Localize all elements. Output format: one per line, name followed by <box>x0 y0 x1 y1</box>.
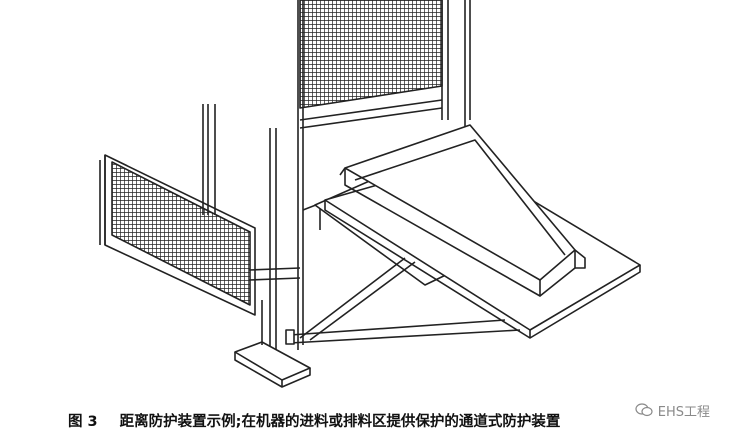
figure-caption: 图 3 距离防护装置示例;在机器的进料或排料区提供保护的通道式防护装置 <box>68 408 560 432</box>
rear-wall <box>297 0 471 350</box>
base-plate <box>234 300 311 388</box>
caption-text: 距离防护装置示例;在机器的进料或排料区提供保护的通道式防护装置 <box>119 413 561 430</box>
workpiece <box>339 124 586 297</box>
figure-label: 图 3 <box>68 413 98 430</box>
upper-mesh-panel <box>299 0 443 109</box>
watermark-text: EHS工程 <box>657 404 710 420</box>
left-posts <box>202 104 301 360</box>
left-mesh-fence <box>99 154 256 316</box>
support-brace <box>285 257 521 345</box>
wechat-icon <box>635 403 653 417</box>
watermark: EHS工程 <box>635 398 710 422</box>
